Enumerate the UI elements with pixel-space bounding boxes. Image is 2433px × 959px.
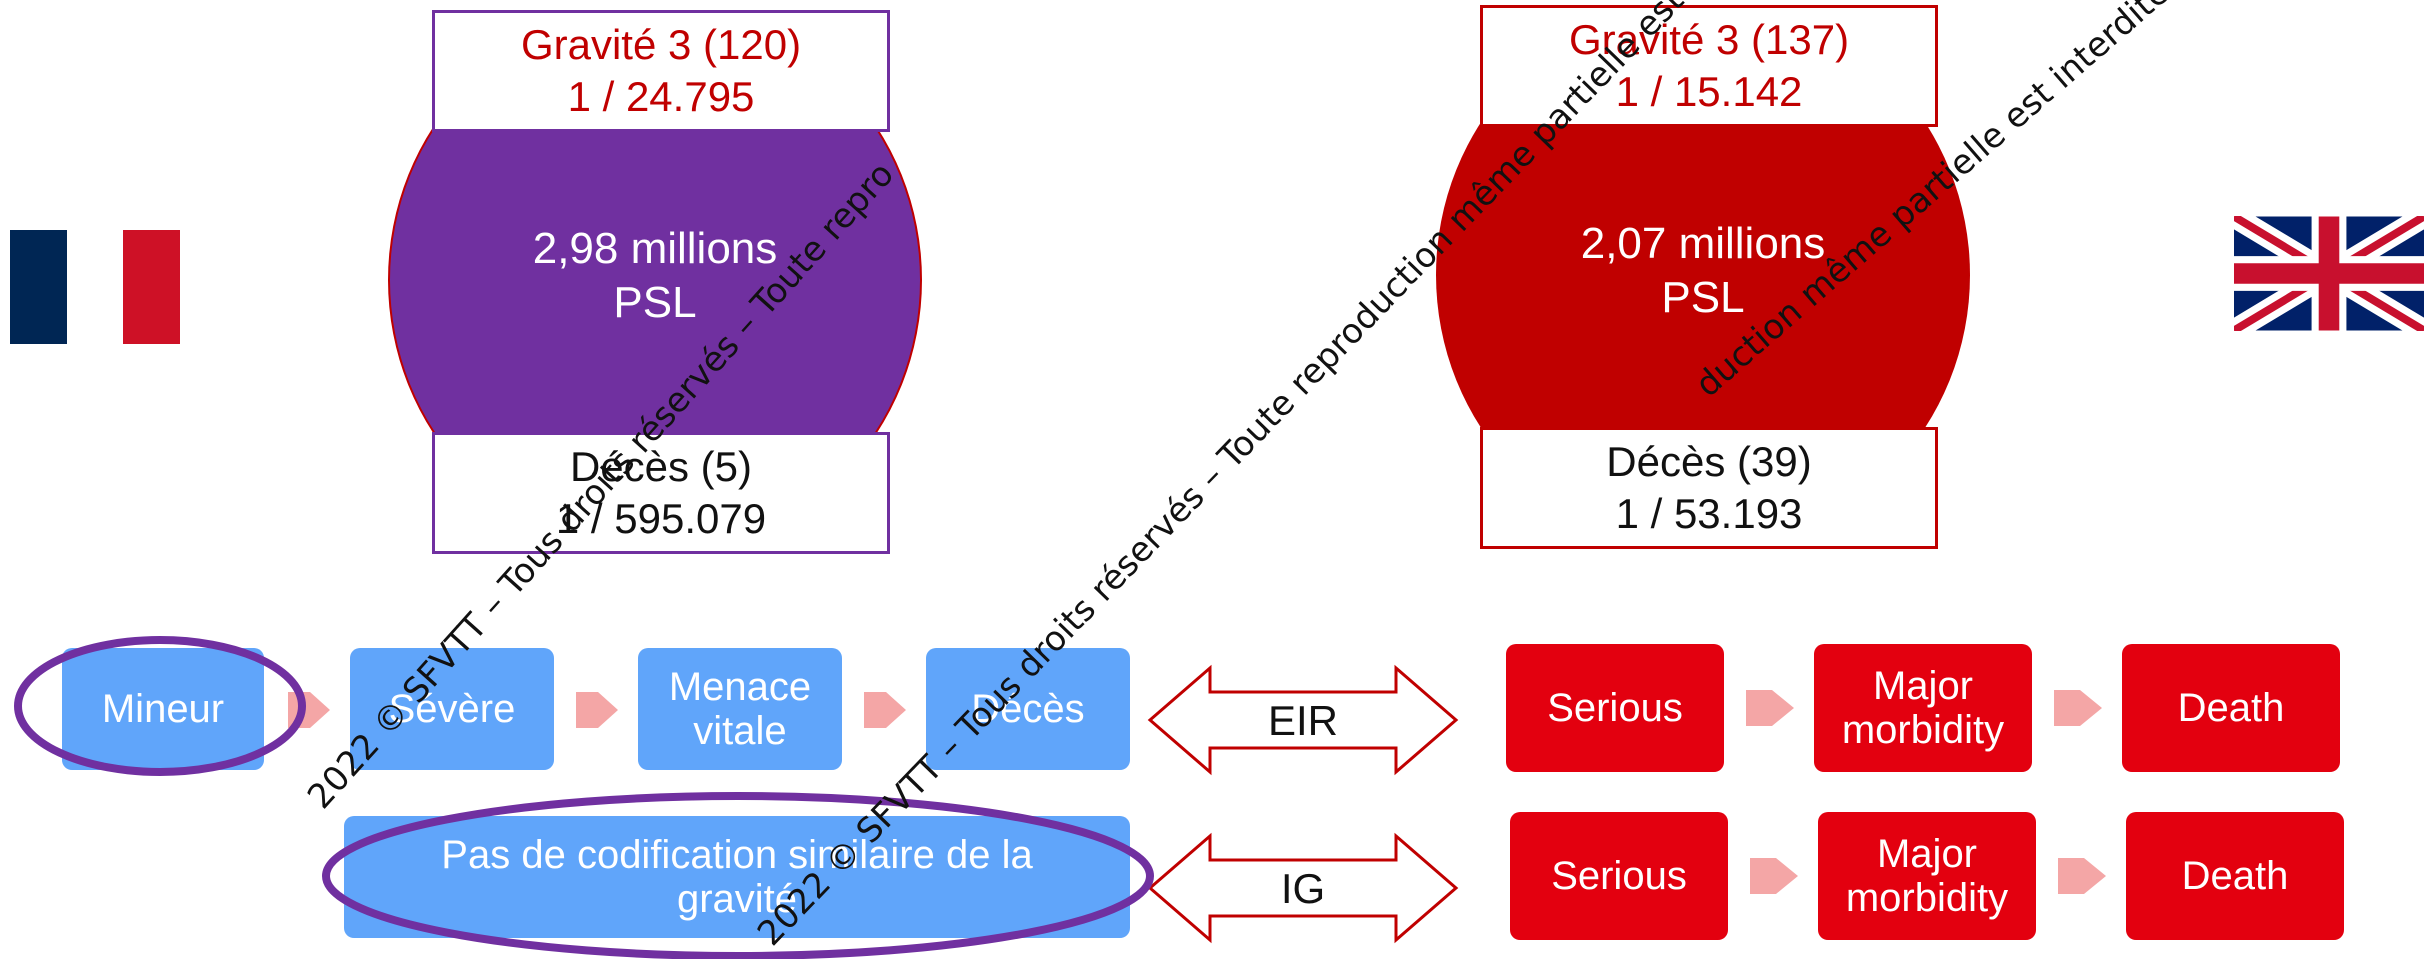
chevron-right-icon [288, 692, 330, 728]
uk-deaths-ratio: 1 / 53.193 [1615, 490, 1803, 537]
step-mineur: Mineur [62, 648, 264, 770]
step-severe: Sévère [350, 648, 554, 770]
ig-step-death: Death [2126, 812, 2344, 940]
ig-label: IG [1280, 865, 1326, 912]
chevron-right-icon [2058, 858, 2106, 894]
france-deaths-box: Décès (5) 1 / 595.079 [432, 432, 890, 554]
france-gravity-ratio: 1 / 24.795 [567, 73, 755, 120]
eir-label: EIR [1267, 697, 1338, 744]
eir-step-serious: Serious [1506, 644, 1724, 772]
france-gravity-label: Gravité 3 (120) [520, 21, 802, 68]
chevron-right-icon [864, 692, 906, 728]
uk-deaths-label: Décès (39) [1606, 438, 1812, 485]
france-psl-count: 2,98 millions [532, 224, 778, 273]
chevron-right-icon [1746, 690, 1794, 726]
ig-step-major-morbidity: Major morbidity [1818, 812, 2036, 940]
eir-step-major-morbidity: Major morbidity [1814, 644, 2032, 772]
chevron-right-icon [576, 692, 618, 728]
france-deaths-label: Décès (5) [569, 443, 753, 490]
france-flag [10, 230, 181, 344]
chevron-right-icon [2054, 690, 2102, 726]
uk-psl-count: 2,07 millions [1580, 219, 1826, 268]
step-deces: Décès [926, 648, 1130, 770]
uk-psl-label: PSL [1661, 273, 1745, 322]
uk-deaths-box: Décès (39) 1 / 53.193 [1480, 427, 1938, 549]
union-jack-flag [2234, 216, 2424, 331]
no-codification-box: Pas de codification similaire de la grav… [344, 816, 1130, 938]
france-psl-bubble: 2,98 millions PSL [388, 110, 922, 450]
chevron-right-icon [1750, 858, 1798, 894]
uk-gravity-box: Gravité 3 (137) 1 / 15.142 [1480, 5, 1938, 127]
france-deaths-ratio: 1 / 595.079 [555, 495, 767, 542]
uk-gravity-label: Gravité 3 (137) [1568, 16, 1850, 63]
uk-psl-bubble: 2,07 millions PSL [1436, 105, 1970, 445]
france-psl-label: PSL [613, 278, 697, 327]
eir-step-death: Death [2122, 644, 2340, 772]
step-menace-vitale: Menace vitale [638, 648, 842, 770]
uk-gravity-ratio: 1 / 15.142 [1615, 68, 1803, 115]
ig-step-serious: Serious [1510, 812, 1728, 940]
france-gravity-box: Gravité 3 (120) 1 / 24.795 [432, 10, 890, 132]
